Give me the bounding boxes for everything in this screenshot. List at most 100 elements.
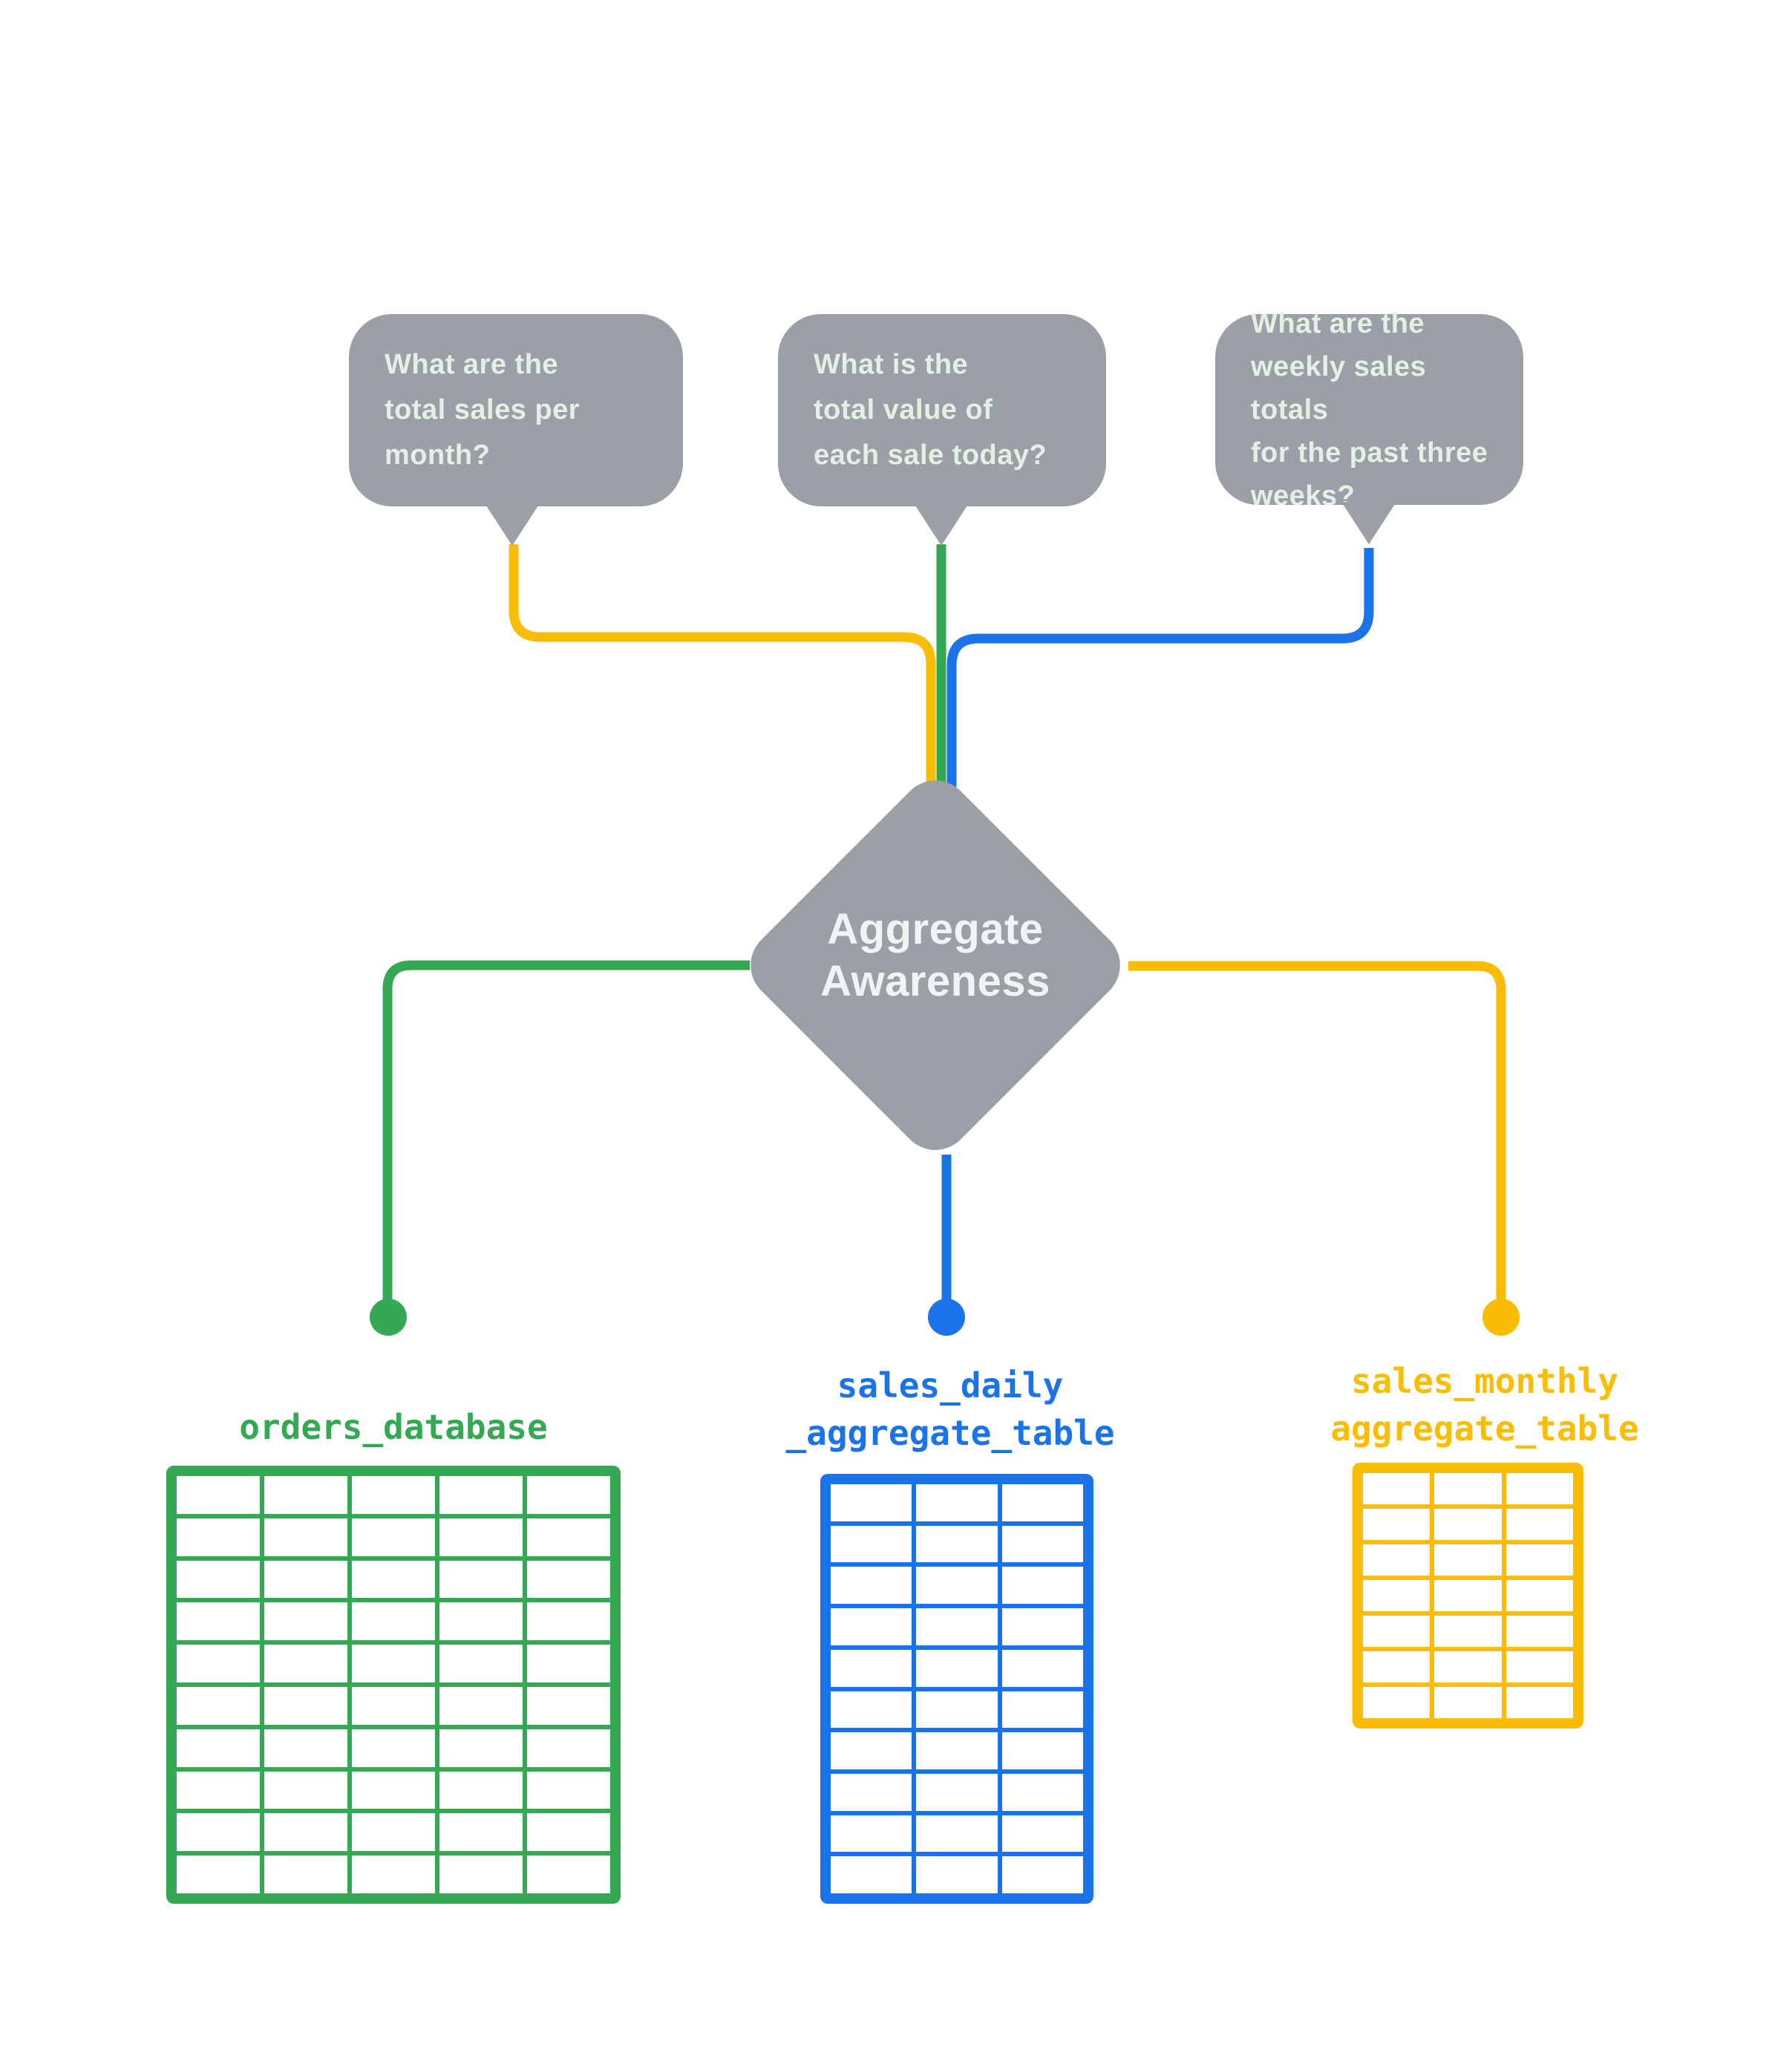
question-bubble-weekly-totals-text: What are the weekly sales totals for the… xyxy=(1251,307,1488,512)
aggregate-awareness-label-line1: Aggregate xyxy=(827,905,1044,953)
table-cell xyxy=(1363,1473,1430,1504)
table-cell xyxy=(1434,1687,1502,1718)
table-cell xyxy=(1001,1691,1083,1729)
table-cell xyxy=(831,1484,912,1521)
table-cell xyxy=(1434,1580,1502,1611)
label-sales-daily-aggregate-table: sales_daily _aggregate_table xyxy=(785,1365,1115,1453)
endpoint-dot-blue xyxy=(928,1299,965,1336)
aggregate-awareness-label-line2: Awareness xyxy=(820,957,1050,1005)
table-cell xyxy=(439,1645,523,1682)
table-cell xyxy=(177,1602,260,1641)
table-cell xyxy=(831,1608,912,1645)
bubble-tail-monthly-sales xyxy=(485,503,540,546)
table-cell xyxy=(1434,1616,1502,1647)
table-cell xyxy=(1505,1580,1573,1611)
table-cell xyxy=(831,1773,912,1811)
table-cell xyxy=(831,1815,912,1853)
table-cell xyxy=(439,1476,523,1514)
table-cell xyxy=(1001,1732,1083,1769)
table-cell xyxy=(352,1729,435,1767)
table-cell xyxy=(831,1567,912,1605)
table-cell xyxy=(916,1649,998,1687)
table-cell xyxy=(264,1771,347,1809)
table-cell xyxy=(1505,1616,1573,1647)
table-cell xyxy=(439,1518,523,1556)
table-cell xyxy=(264,1518,347,1556)
bubble-tail-weekly-totals xyxy=(1341,502,1396,544)
table-cell xyxy=(831,1856,912,1893)
table-cell xyxy=(439,1771,523,1809)
table-cell xyxy=(1001,1525,1083,1563)
table-cell xyxy=(439,1686,523,1725)
table-cell xyxy=(1001,1484,1083,1521)
table-cell xyxy=(1001,1608,1083,1645)
table-cell xyxy=(177,1855,260,1893)
table-cell xyxy=(177,1813,260,1852)
table-cell xyxy=(527,1518,610,1556)
table-cell xyxy=(1434,1509,1502,1540)
table-cell xyxy=(916,1608,998,1645)
table-cell xyxy=(916,1815,998,1853)
table-cell xyxy=(439,1602,523,1641)
table-cell xyxy=(916,1567,998,1605)
question-bubble-monthly-sales-text: What are the total sales per month? xyxy=(385,349,581,471)
connector-q1-to-diamond xyxy=(509,544,936,787)
table-cell xyxy=(1363,1616,1430,1647)
table-cell xyxy=(1505,1473,1573,1504)
table-cell xyxy=(916,1691,998,1729)
connector-diamond-to-orders-database xyxy=(382,960,750,1307)
table-cell xyxy=(352,1645,435,1682)
table-cell xyxy=(1363,1544,1430,1576)
table-cell xyxy=(352,1771,435,1809)
table-cell xyxy=(177,1645,260,1682)
table-cell xyxy=(916,1484,998,1521)
table-cell xyxy=(1363,1509,1430,1540)
table-cell xyxy=(177,1771,260,1809)
orders-database-table xyxy=(166,1466,621,1904)
table-cell xyxy=(1001,1773,1083,1811)
question-bubble-weekly-totals: What are the weekly sales totals for the… xyxy=(1215,308,1523,512)
table-cell xyxy=(527,1855,610,1893)
table-cell xyxy=(916,1732,998,1769)
table-cell xyxy=(916,1856,998,1893)
table-cell xyxy=(1363,1651,1430,1682)
table-cell xyxy=(527,1729,610,1767)
table-cell xyxy=(527,1686,610,1725)
sales-monthly-aggregate-table xyxy=(1353,1463,1583,1729)
table-cell xyxy=(177,1518,260,1556)
table-cell xyxy=(352,1813,435,1852)
table-cell xyxy=(916,1525,998,1563)
table-cell xyxy=(831,1732,912,1769)
connector-diamond-to-sales-monthly xyxy=(1128,961,1506,1307)
question-bubble-monthly-sales: What are the total sales per month? xyxy=(349,314,683,506)
table-cell xyxy=(1434,1651,1502,1682)
table-cell xyxy=(352,1686,435,1725)
question-bubble-daily-sale-value: What is the total value of each sale tod… xyxy=(778,314,1106,506)
table-cell xyxy=(527,1645,610,1682)
table-cell xyxy=(1363,1687,1430,1718)
sales-daily-aggregate-table xyxy=(820,1474,1093,1904)
table-cell xyxy=(527,1602,610,1641)
table-cell xyxy=(352,1560,435,1599)
table-cell xyxy=(177,1729,260,1767)
table-cell xyxy=(1001,1856,1083,1893)
table-cell xyxy=(1505,1651,1573,1682)
table-cell xyxy=(1505,1509,1573,1540)
table-cell xyxy=(527,1476,610,1514)
table-cell xyxy=(264,1729,347,1767)
table-cell xyxy=(264,1476,347,1514)
table-cell xyxy=(1001,1815,1083,1853)
table-cell xyxy=(177,1560,260,1599)
table-cell xyxy=(1363,1580,1430,1611)
endpoint-dot-green xyxy=(370,1299,407,1336)
table-cell xyxy=(264,1855,347,1893)
aggregate-awareness-label: Aggregate Awareness xyxy=(787,904,1084,1008)
table-cell xyxy=(264,1602,347,1641)
table-cell xyxy=(439,1855,523,1893)
table-cell xyxy=(831,1649,912,1687)
table-cell xyxy=(352,1476,435,1514)
table-cell xyxy=(831,1525,912,1563)
table-cell xyxy=(1434,1544,1502,1576)
